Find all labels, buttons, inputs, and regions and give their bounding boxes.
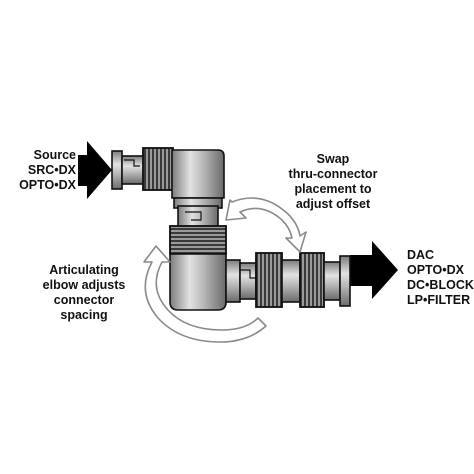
middle-coupling-nut	[169, 225, 227, 255]
source-label: Source SRC•DX OPTO•DX	[14, 148, 76, 193]
swap-label: Swap thru-connector placement to adjust …	[268, 152, 398, 212]
top-bnc-connector	[111, 147, 225, 229]
elbow-label-line: spacing	[60, 308, 108, 322]
lower-elbow-connector	[169, 252, 351, 311]
output-label-line: DC•BLOCK	[407, 278, 474, 292]
output-label-line: DAC	[407, 248, 435, 262]
output-arrow-icon	[350, 241, 398, 299]
input-arrow-icon	[78, 141, 112, 199]
output-devices-label: DAC OPTO•DX DC•BLOCK LP•FILTER	[407, 248, 474, 308]
swap-label-line: Swap	[316, 152, 350, 166]
elbow-label-line: Articulating	[49, 263, 119, 277]
source-label-line: OPTO•DX	[19, 178, 76, 192]
swap-label-line: placement to	[294, 182, 372, 196]
output-label-line: LP•FILTER	[407, 293, 471, 307]
swap-label-line: thru-connector	[288, 167, 378, 181]
elbow-label: Articulating elbow adjusts connector spa…	[30, 263, 138, 323]
elbow-rotation-curved-arrow-icon	[143, 245, 267, 343]
elbow-label-line: connector	[53, 293, 115, 307]
swap-curved-double-arrow-icon	[225, 197, 307, 253]
source-label-line: SRC•DX	[27, 163, 76, 177]
output-label-line: OPTO•DX	[407, 263, 464, 277]
swap-label-line: adjust offset	[295, 197, 371, 211]
elbow-label-line: elbow adjusts	[42, 278, 126, 292]
source-label-line: Source	[33, 148, 76, 162]
